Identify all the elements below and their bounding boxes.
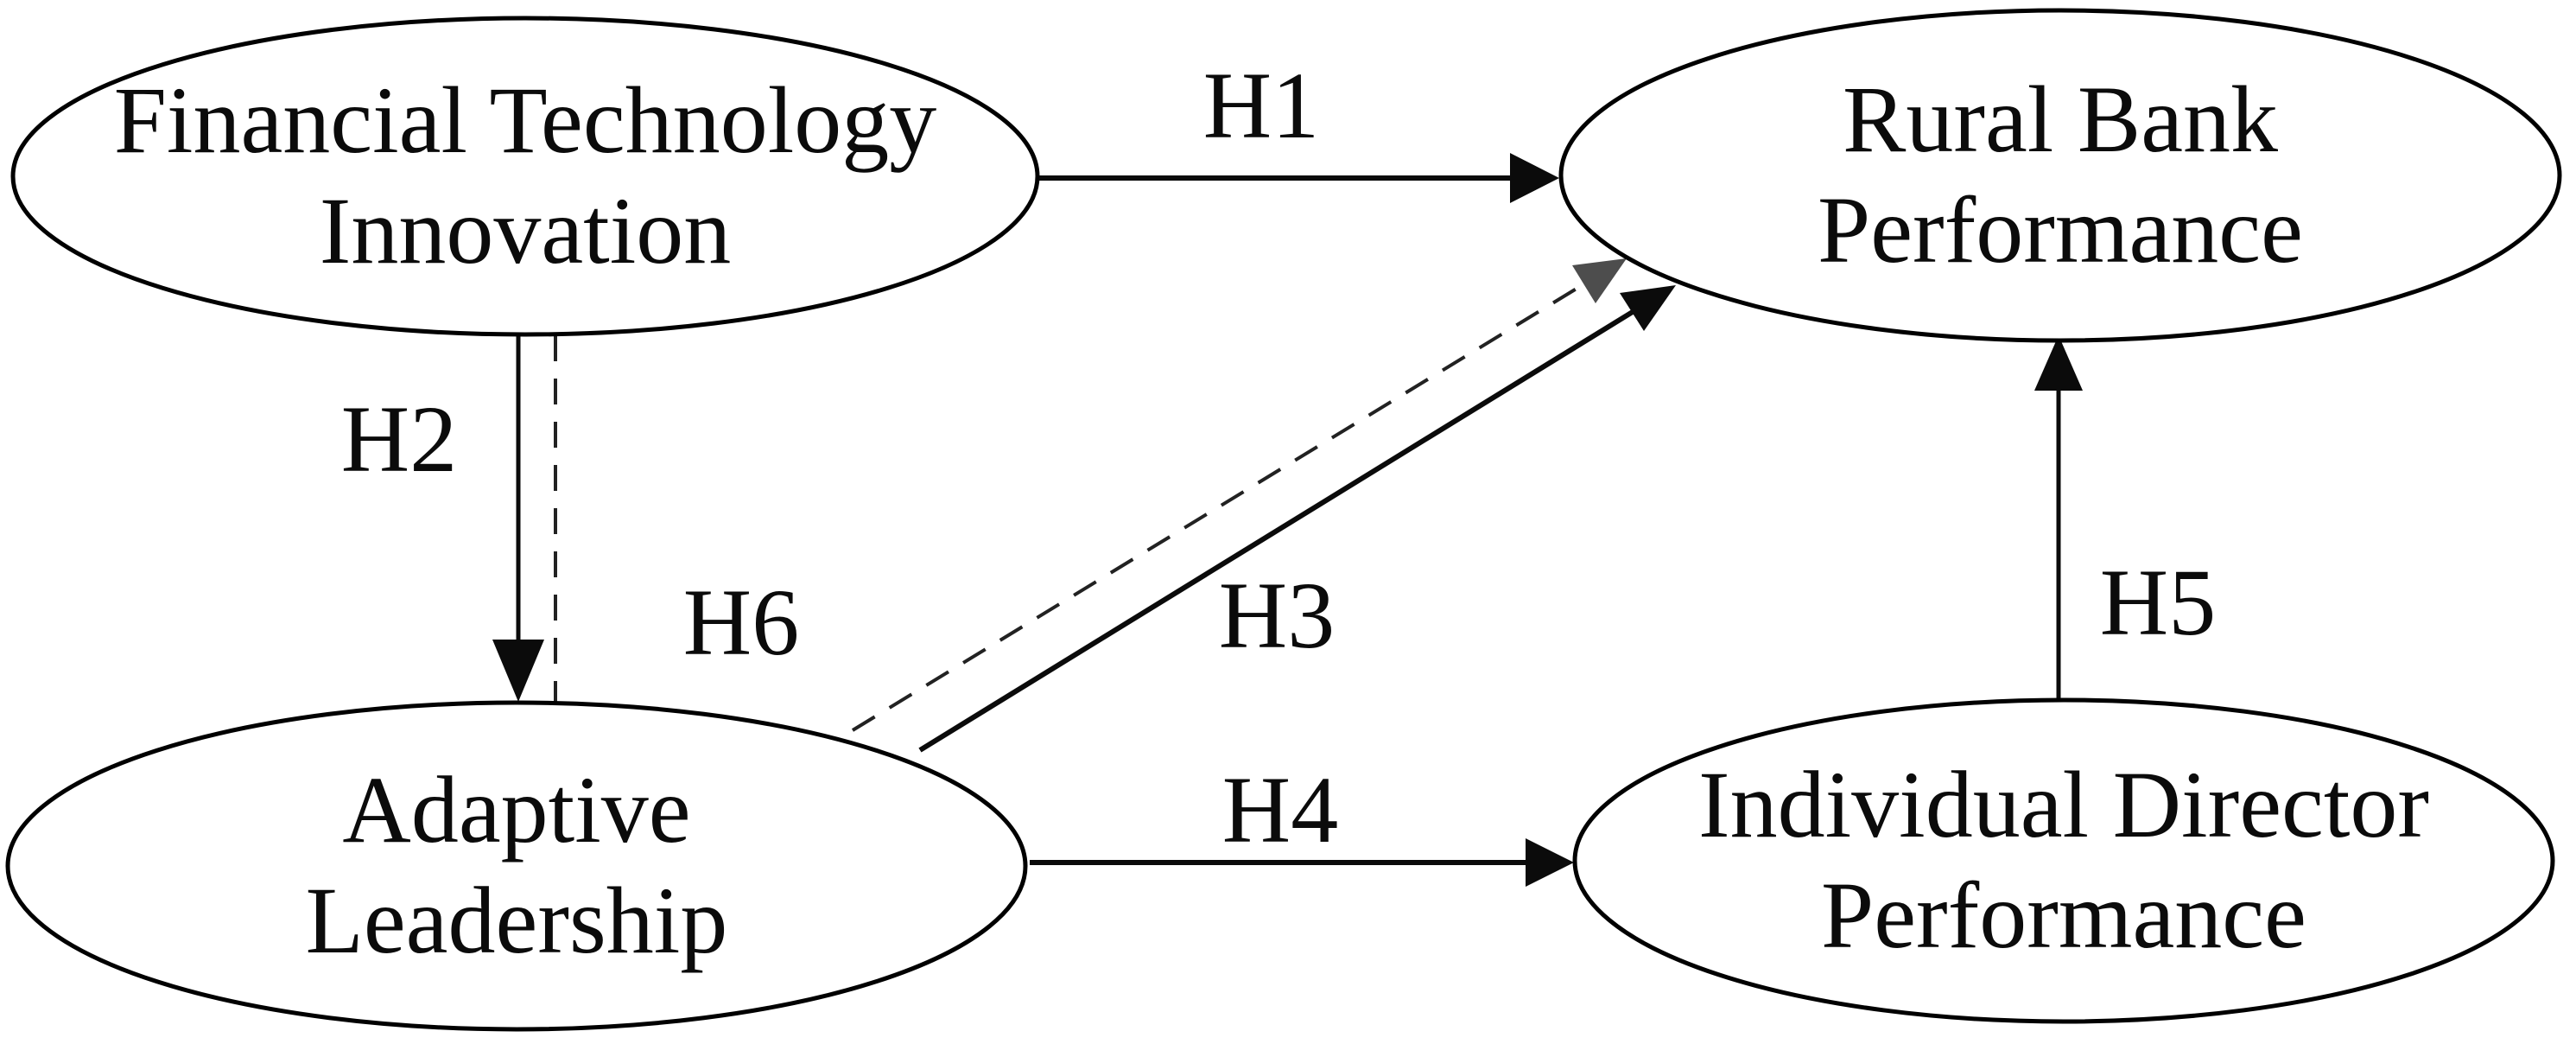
edge-h4 <box>1030 838 1574 887</box>
edge-h1 <box>1026 153 1559 203</box>
h4-arrowhead <box>1526 838 1574 887</box>
h3-arrowhead <box>1620 285 1676 331</box>
h1-arrowhead <box>1510 153 1559 203</box>
h4-label: H4 <box>1222 757 1338 863</box>
rural-bank-performance-label-line1: Rural Bank <box>1843 67 2278 172</box>
h5-label: H5 <box>2100 550 2216 655</box>
node-individual-director-performance: Individual Director Performance <box>1572 697 2555 1024</box>
financial-technology-innovation-label-line2: Innovation <box>320 178 732 283</box>
adaptive-leadership-label-line1: Adaptive <box>342 757 690 863</box>
rural-bank-performance-label-line2: Performance <box>1818 177 2303 283</box>
edge-h2 <box>492 336 544 702</box>
h6-dashed-diagonal-line <box>851 280 1589 732</box>
h3-label: H3 <box>1219 563 1335 668</box>
h3-line <box>918 308 1637 753</box>
h2-arrowhead <box>492 640 544 702</box>
rural-bank-performance-ellipse <box>1558 8 2562 343</box>
individual-director-performance-ellipse <box>1572 697 2555 1024</box>
h6-arrowhead <box>1572 258 1627 303</box>
node-rural-bank-performance: Rural Bank Performance <box>1558 8 2562 343</box>
h6-label: H6 <box>683 570 799 675</box>
financial-technology-innovation-label-line1: Financial Technology <box>114 67 937 173</box>
edge-h3 <box>918 285 1676 753</box>
h2-label: H2 <box>341 386 457 492</box>
individual-director-performance-label-line2: Performance <box>1821 863 2306 968</box>
h5-arrowhead <box>2034 335 2083 391</box>
adaptive-leadership-label-line2: Leadership <box>306 868 728 973</box>
adaptive-leadership-ellipse <box>5 700 1028 1032</box>
individual-director-performance-label-line1: Individual Director <box>1698 752 2429 857</box>
edge-h5 <box>2034 335 2083 698</box>
node-financial-technology-innovation: Financial Technology Innovation <box>10 16 1040 337</box>
node-adaptive-leadership: Adaptive Leadership <box>5 700 1028 1032</box>
financial-technology-innovation-ellipse <box>10 16 1040 337</box>
edge-h6 <box>851 258 1627 732</box>
h1-label: H1 <box>1203 53 1319 158</box>
